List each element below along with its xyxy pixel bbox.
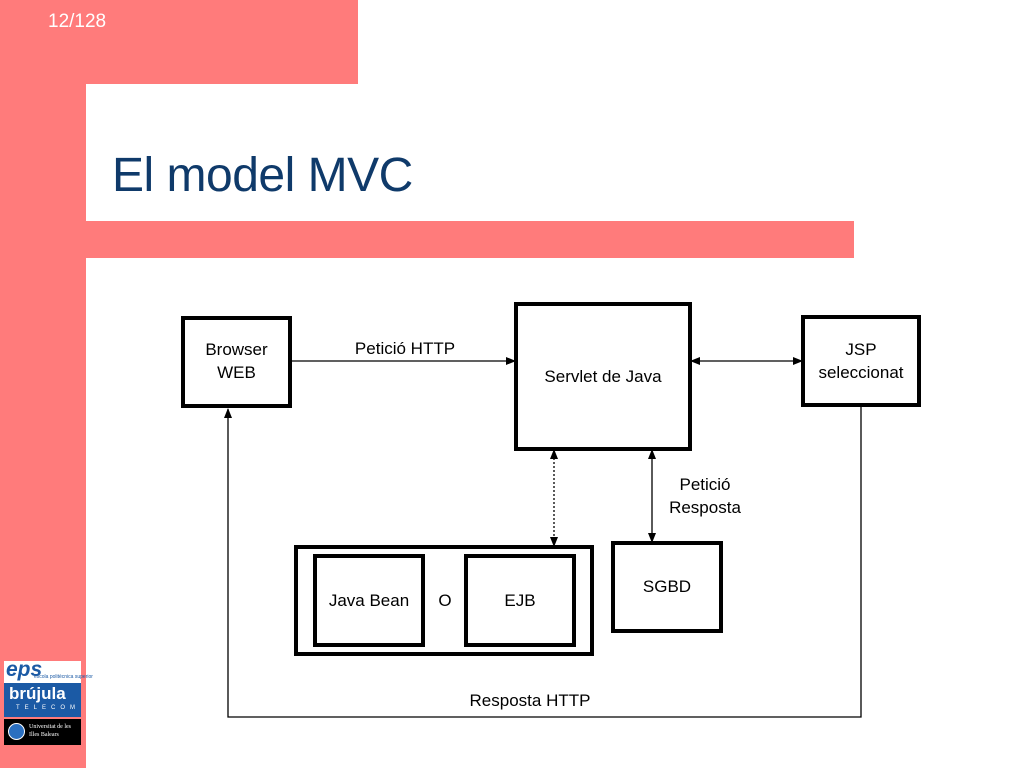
servlet-label: Servlet de Java: [544, 367, 662, 386]
jsp-box: [801, 315, 921, 407]
brujula-logo: brújula TELECOM: [4, 683, 81, 717]
or-label: O: [438, 591, 452, 610]
java-bean-label: Java Bean: [328, 591, 410, 610]
http-request-label: Petició HTTP: [354, 339, 456, 358]
content-corner: [86, 84, 186, 184]
ejb-box: [464, 554, 576, 647]
page-title: El model MVC: [112, 149, 413, 202]
java-bean-box: [313, 554, 425, 647]
browser-label-line1: Browser: [205, 340, 268, 359]
brujula-logo-text: brújula: [9, 684, 66, 703]
browser-label-line2: WEB: [217, 363, 256, 382]
jsp-label-line1: JSP: [845, 340, 877, 359]
db-label-line1: Petició: [679, 475, 731, 494]
ejb-label: EJB: [504, 591, 536, 610]
uib-logo-line1: Universitat de les: [29, 724, 71, 730]
title-underline-band: [86, 221, 854, 258]
jsp-label-line2: seleccionat: [818, 363, 904, 382]
uib-logo-line2: Illes Balears: [29, 732, 59, 738]
left-band: [0, 0, 86, 768]
uib-emblem-icon: [8, 723, 25, 740]
sgbd-box: [611, 541, 723, 633]
servlet-box: [514, 302, 692, 451]
brujula-logo-subtext: TELECOM: [16, 705, 81, 711]
eps-logo-subtext: escola politècnica superior: [34, 674, 93, 680]
eps-logo-text: eps: [6, 658, 43, 681]
sgbd-label: SGBD: [642, 577, 692, 596]
eps-logo: eps escola politècnica superior: [4, 658, 93, 683]
uib-logo: Universitat de les Illes Balears: [4, 719, 81, 745]
http-response-label: Resposta HTTP: [469, 691, 591, 710]
db-label-line2: Resposta: [669, 498, 741, 517]
http-response-arrow: [224, 407, 862, 718]
page-number: 12/128: [48, 11, 107, 32]
browser-box: [181, 316, 292, 408]
